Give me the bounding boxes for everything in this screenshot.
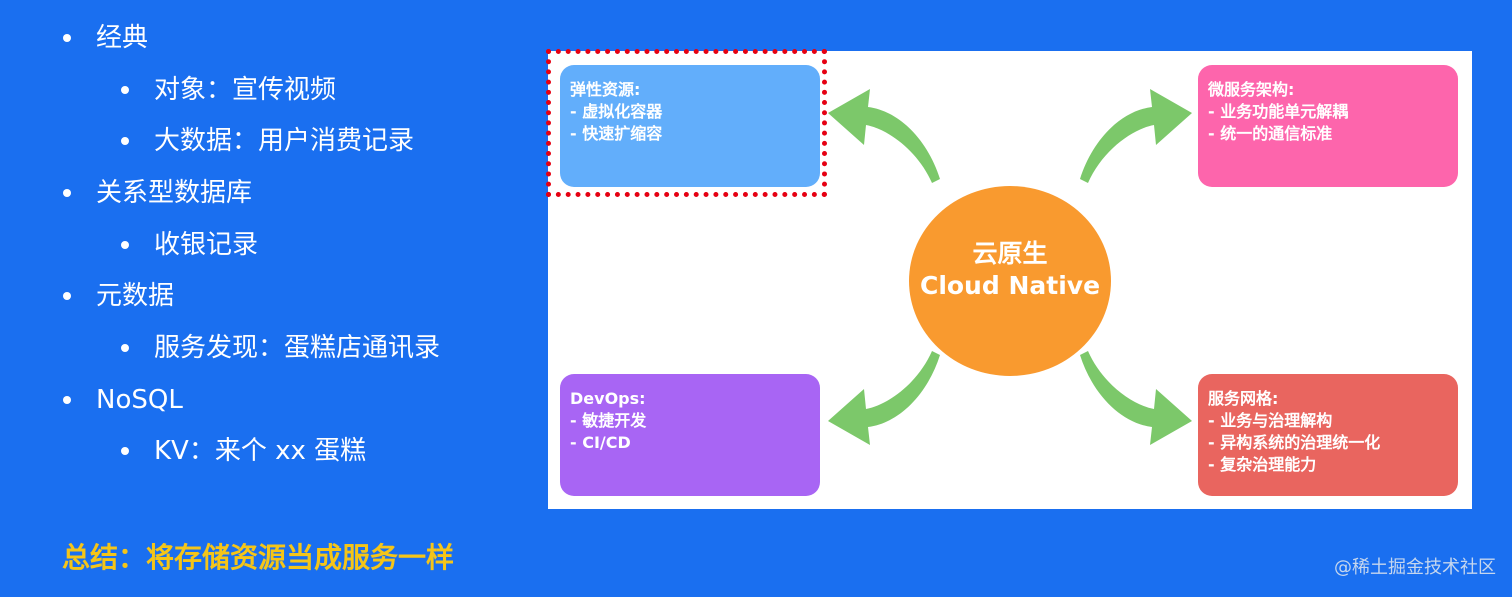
bullet-list: 经典 对象：宣传视频 大数据：用户消费记录 关系型数据库 收银记录 元数据 服务… bbox=[0, 0, 520, 500]
bullet-cashier: 收银记录 bbox=[121, 230, 259, 260]
elastic-item: - 虚拟化容器 bbox=[570, 102, 663, 121]
bullet-dot bbox=[121, 86, 129, 94]
bullet-text: 服务发现：蛋糕店通讯录 bbox=[154, 333, 441, 363]
elastic-title: 弹性资源: bbox=[570, 80, 641, 99]
service-mesh-box: 服务网格: - 业务与治理解构 - 异构系统的治理统一化 - 复杂治理能力 bbox=[1198, 374, 1458, 496]
bullet-classic: 经典 bbox=[63, 23, 149, 53]
bullet-text: 收银记录 bbox=[154, 230, 259, 260]
bullet-kv: KV：来个 xx 蛋糕 bbox=[121, 436, 367, 466]
bullet-text: 大数据：用户消费记录 bbox=[154, 126, 415, 156]
elastic-item: - 快速扩缩容 bbox=[570, 124, 663, 143]
watermark: @稀土掘金技术社区 bbox=[1334, 557, 1496, 578]
bullet-dot bbox=[121, 447, 129, 455]
micro-title: 微服务架构: bbox=[1208, 80, 1295, 99]
bullet-text: KV：来个 xx 蛋糕 bbox=[154, 436, 367, 466]
devops-title: DevOps: bbox=[570, 389, 646, 408]
connector-arrows bbox=[828, 89, 1192, 445]
bullet-dot bbox=[63, 292, 71, 300]
bullet-dot bbox=[63, 189, 71, 197]
bullet-text: NoSQL bbox=[96, 385, 183, 415]
mesh-item: - 复杂治理能力 bbox=[1208, 455, 1317, 474]
arrow-to-devops bbox=[828, 351, 940, 445]
bullet-dot bbox=[121, 344, 129, 352]
bullet-nosql: NoSQL bbox=[63, 385, 183, 415]
cloud-native-circle: 云原生 Cloud Native bbox=[909, 186, 1111, 376]
bullet-metadata: 元数据 bbox=[63, 281, 175, 311]
mesh-item: - 业务与治理解构 bbox=[1208, 411, 1333, 430]
microservices-box: 微服务架构: - 业务功能单元解耦 - 统一的通信标准 bbox=[1198, 65, 1458, 187]
mesh-item: - 异构系统的治理统一化 bbox=[1208, 433, 1381, 452]
devops-item: - 敏捷开发 bbox=[570, 411, 647, 430]
micro-item: - 业务功能单元解耦 bbox=[1208, 102, 1349, 121]
arrow-to-micro bbox=[1080, 89, 1192, 183]
bullet-object: 对象：宣传视频 bbox=[121, 75, 337, 105]
summary-text: 总结：将存储资源当成服务一样 bbox=[62, 541, 455, 574]
bullet-dot bbox=[63, 34, 71, 42]
devops-box: DevOps: - 敏捷开发 - CI/CD bbox=[560, 374, 820, 496]
bullet-relational-db: 关系型数据库 bbox=[63, 178, 253, 208]
center-title-en: Cloud Native bbox=[919, 271, 1101, 300]
elastic-resources-box: 弹性资源: - 虚拟化容器 - 快速扩缩容 bbox=[560, 65, 820, 187]
bullet-text: 经典 bbox=[96, 23, 149, 53]
cloud-native-diagram: 弹性资源: - 虚拟化容器 - 快速扩缩容 微服务架构: - 业务功能单元解耦 … bbox=[548, 51, 1472, 509]
arrow-to-mesh bbox=[1080, 351, 1192, 445]
center-title-zh: 云原生 bbox=[972, 239, 1048, 268]
bullet-service-discovery: 服务发现：蛋糕店通讯录 bbox=[121, 333, 441, 363]
highlight-frame bbox=[546, 49, 827, 197]
micro-item: - 统一的通信标准 bbox=[1208, 124, 1333, 143]
bullet-bigdata: 大数据：用户消费记录 bbox=[121, 126, 415, 156]
devops-item: - CI/CD bbox=[570, 433, 631, 452]
mesh-title: 服务网格: bbox=[1208, 389, 1279, 408]
bullet-dot bbox=[63, 396, 71, 404]
bullet-text: 元数据 bbox=[96, 281, 175, 311]
arrow-to-elastic bbox=[828, 89, 940, 183]
bullet-dot bbox=[121, 137, 129, 145]
bullet-text: 关系型数据库 bbox=[96, 178, 253, 208]
bullet-dot bbox=[121, 241, 129, 249]
bullet-text: 对象：宣传视频 bbox=[154, 75, 337, 105]
